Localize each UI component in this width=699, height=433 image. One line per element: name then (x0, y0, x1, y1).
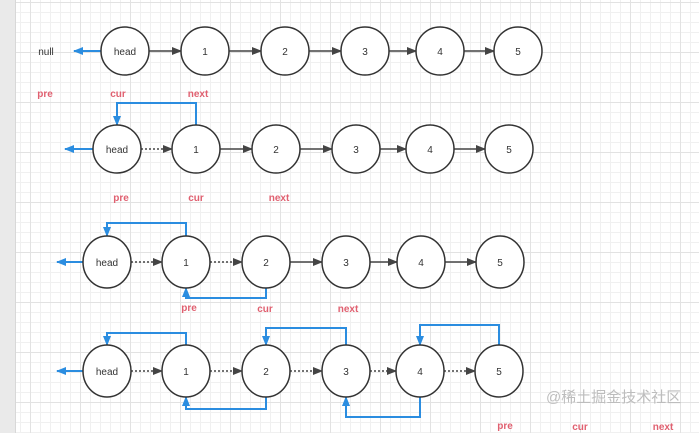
list-node-head (100, 26, 150, 76)
node-label: 5 (497, 258, 503, 269)
list-node-3 (331, 124, 381, 174)
node-label: 1 (202, 47, 208, 58)
list-node-1 (171, 124, 221, 174)
list-node-4 (395, 344, 445, 398)
watermark: @稀土掘金技术社区 (546, 389, 682, 406)
list-node-4 (396, 235, 446, 289)
node-label: 3 (362, 47, 368, 58)
node-label: 2 (282, 47, 288, 58)
pointer-label-cur: cur (257, 304, 273, 315)
node-label: head (96, 258, 118, 269)
reversed-link-arrow (182, 287, 267, 299)
list-node-4 (405, 124, 455, 174)
node-label: 2 (273, 145, 279, 156)
list-node-head (82, 344, 132, 398)
pointer-label-next: next (269, 193, 290, 204)
list-node-4 (415, 26, 465, 76)
node-label: 3 (343, 367, 349, 378)
node-label: 4 (427, 145, 433, 156)
reversed-link-arrow (113, 102, 197, 126)
node-label: head (106, 145, 128, 156)
node-label: 4 (437, 47, 443, 58)
node-label: 5 (506, 145, 512, 156)
node-label: 2 (263, 367, 269, 378)
list-node-2 (241, 235, 291, 289)
pointer-label-pre: pre (181, 303, 197, 314)
node-label: 1 (183, 258, 189, 269)
node-label: 2 (263, 258, 269, 269)
pointer-label-pre: pre (113, 193, 129, 204)
reversed-link-arrow (182, 396, 267, 410)
list-node-5 (475, 235, 525, 289)
list-node-2 (260, 26, 310, 76)
reversed-link-arrow (262, 327, 347, 346)
pointer-label-next: next (653, 422, 674, 433)
left-sidebar (0, 0, 16, 433)
list-node-head (82, 235, 132, 289)
pointer-label-next: next (338, 304, 359, 315)
list-node-1 (180, 26, 230, 76)
node-label: 4 (417, 367, 423, 378)
node-label: 3 (343, 258, 349, 269)
list-node-2 (241, 344, 291, 398)
node-label: 5 (515, 47, 521, 58)
pointer-label-pre: pre (497, 421, 513, 432)
list-node-5 (493, 26, 543, 76)
list-node-5 (484, 124, 534, 174)
list-node-1 (161, 344, 211, 398)
list-node-3 (321, 344, 371, 398)
list-node-3 (321, 235, 371, 289)
reversed-link-arrow (342, 396, 421, 418)
pointer-label-cur: cur (572, 422, 588, 433)
list-node-2 (251, 124, 301, 174)
list-node-5 (474, 344, 524, 398)
list-node-1 (161, 235, 211, 289)
pointer-label-next: next (188, 89, 209, 100)
node-label: head (96, 367, 118, 378)
node-label: 1 (193, 145, 199, 156)
node-label: 3 (353, 145, 359, 156)
reversed-link-arrow (416, 324, 500, 346)
pointer-label-pre: pre (37, 89, 53, 100)
node-label: 5 (496, 367, 502, 378)
pointer-label-cur: cur (110, 89, 126, 100)
node-label: head (114, 47, 136, 58)
node-label: 4 (418, 258, 424, 269)
list-node-head (92, 124, 142, 174)
list-node-3 (340, 26, 390, 76)
pointer-label-cur: cur (188, 193, 204, 204)
node-label: 1 (183, 367, 189, 378)
reversed-link-arrow (103, 332, 187, 346)
reversed-link-arrow (103, 222, 187, 237)
null-label: null (38, 47, 54, 58)
